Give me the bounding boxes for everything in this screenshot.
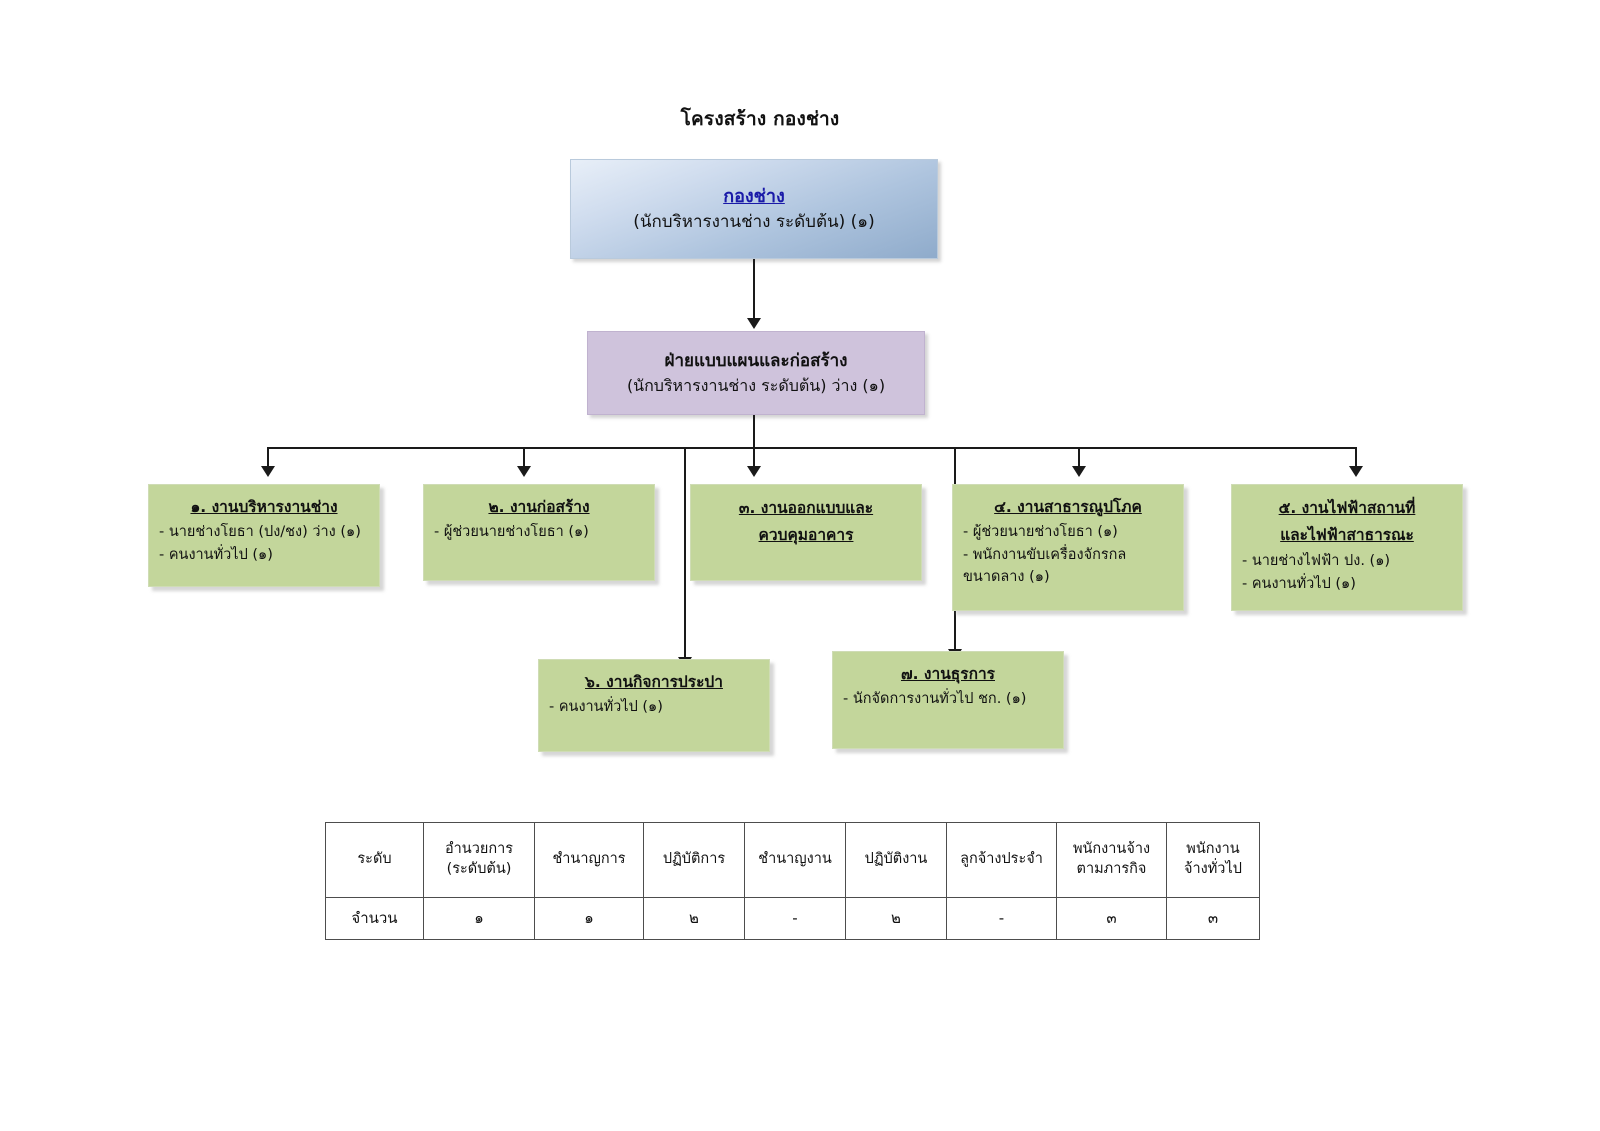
header-phanakngan-chang-phankit: พนักงานจ้าง ตามภารกิจ [1056, 822, 1167, 898]
unit-2-line-1: - ผู้ช่วยนายช่างโยธา (๑) [434, 524, 589, 541]
header-chamnankan: ชำนาญการ [534, 822, 644, 898]
unit-4-line-2: - พนักงานขับเครื่องจักรกล [963, 546, 1127, 563]
arrow-root-to-division [747, 318, 761, 329]
header-phankit-line-2: ตามภารกิจ [1076, 861, 1147, 877]
value-patibatngan: ๒ [845, 897, 947, 940]
node-unit-6: ๖. งานกิจการประปา - คนงานทั่วไป (๑) [538, 659, 770, 752]
arrow-unit-2 [517, 466, 531, 477]
header-amnuaykan-line-2: (ระดับต้น) [446, 861, 512, 877]
header-phanakngan-changthuapai: พนักงาน จ้างทั่วไป [1166, 822, 1260, 898]
unit-5-heading-line-2: และไฟฟ้าสาธารณะ [1280, 526, 1414, 545]
node-division-phaen-kosang: ฝ่ายแบบแผนและก่อสร้าง (นักบริหารงานช่าง … [587, 331, 925, 415]
unit-7-line-1: - นักจัดการงานทั่วไป ชก. (๑) [843, 691, 1027, 708]
value-amnuaykan: ๑ [423, 897, 535, 940]
unit-5-line-1: - นายช่างไฟฟ้า ปง. (๑) [1242, 553, 1391, 570]
unit-6-heading: ๖. งานกิจการประปา [585, 673, 723, 691]
connector-drop-unit-4 [1078, 447, 1080, 469]
header-lukchang-pracham: ลูกจ้างประจำ [946, 822, 1057, 898]
page-title: โครงสร้าง กองช่าง [680, 108, 840, 130]
connector-drop-unit-5 [1355, 447, 1357, 469]
summary-table: ระดับ อำนวยการ (ระดับต้น) ชำนาญการ ปฏิบั… [325, 822, 1260, 940]
unit-1-heading: ๑. งานบริหารงานช่าง [190, 498, 338, 516]
connector-drop-unit-6 [684, 447, 686, 660]
connector-division-stem [753, 415, 755, 449]
unit-4-line-1: - ผู้ช่วยนายช่างโยธา (๑) [963, 524, 1118, 541]
unit-5-heading-line-1: ๕. งานไฟฟ้าสถานที่ [1278, 499, 1416, 517]
unit-6-line-1: - คนงานทั่วไป (๑) [549, 699, 663, 716]
unit-1-line-2: - คนงานทั่วไป (๑) [159, 546, 273, 563]
unit-5-line-2: - คนงานทั่วไป (๑) [1242, 575, 1356, 592]
node-unit-1: ๑. งานบริหารงานช่าง - นายช่างโยธา (ปง/ชง… [148, 484, 380, 587]
header-amnuaykan-line-1: อำนวยการ [444, 841, 514, 858]
value-chamnanngan: - [744, 897, 846, 940]
connector-drop-unit-3 [753, 447, 755, 469]
header-thuapai-line-1: พนักงาน [1186, 841, 1240, 858]
header-phankit-line-1: พนักงานจ้าง [1072, 841, 1151, 858]
connector-drop-unit-1 [267, 447, 269, 469]
node-unit-4: ๔. งานสาธารณูปโภค - ผู้ช่วยนายช่างโยธา (… [952, 484, 1184, 611]
header-patibatngan: ปฏิบัติงาน [845, 822, 947, 898]
node-unit-5: ๕. งานไฟฟ้าสถานที่ และไฟฟ้าสาธารณะ - นาย… [1231, 484, 1463, 611]
value-chamnankan: ๑ [534, 897, 644, 940]
unit-4-heading: ๔. งานสาธารณูปโภค [994, 498, 1142, 516]
arrow-unit-1 [261, 466, 275, 477]
value-phanakngan-changthuapai: ๓ [1166, 897, 1260, 940]
node-unit-2: ๒. งานก่อสร้าง - ผู้ช่วยนายช่างโยธา (๑) [423, 484, 655, 581]
row-label-count: จำนวน [325, 897, 424, 940]
header-chamnanngan: ชำนาญงาน [744, 822, 846, 898]
node-unit-7: ๗. งานธุรการ - นักจัดการงานทั่วไป ชก. (๑… [832, 651, 1064, 749]
connector-root-to-division [753, 259, 755, 321]
root-title: กองช่าง [723, 185, 785, 207]
unit-7-heading: ๗. งานธุรการ [900, 665, 995, 683]
connector-drop-unit-2 [523, 447, 525, 469]
node-unit-3: ๓. งานออกแบบและ ควบคุมอาคาร [690, 484, 922, 581]
arrow-unit-3 [747, 466, 761, 477]
unit-3-heading-line-2: ควบคุมอาคาร [758, 526, 854, 545]
header-patibatkan: ปฏิบัติการ [643, 822, 745, 898]
arrow-unit-5 [1349, 466, 1363, 477]
root-detail: (นักบริหารงานช่าง ระดับต้น) (๑) [633, 211, 875, 232]
unit-2-heading: ๒. งานก่อสร้าง [488, 498, 590, 516]
header-amnuaykan: อำนวยการ (ระดับต้น) [423, 822, 535, 898]
unit-1-line-1: - นายช่างโยธา (ปง/ชง) ว่าง (๑) [159, 524, 361, 541]
table-value-row: จำนวน ๑ ๑ ๒ - ๒ - ๓ ๓ [325, 897, 1260, 940]
value-patibatkan: ๒ [643, 897, 745, 940]
arrow-unit-4 [1072, 466, 1086, 477]
value-lukchang-pracham: - [946, 897, 1057, 940]
header-thuapai-line-2: จ้างทั่วไป [1184, 861, 1242, 877]
header-level: ระดับ [325, 822, 424, 898]
division-detail: (นักบริหารงานช่าง ระดับต้น) ว่าง (๑) [626, 375, 886, 395]
unit-4-line-3: ขนาดลาง (๑) [963, 569, 1050, 586]
table-header-row: ระดับ อำนวยการ (ระดับต้น) ชำนาญการ ปฏิบั… [325, 822, 1260, 898]
division-title: ฝ่ายแบบแผนและก่อสร้าง [664, 351, 848, 372]
unit-3-heading-line-1: ๓. งานออกแบบและ [738, 499, 874, 517]
value-phanakngan-chang-phankit: ๓ [1056, 897, 1167, 940]
connector-bus [267, 447, 1357, 449]
node-root-kong-chang: กองช่าง (นักบริหารงานช่าง ระดับต้น) (๑) [570, 159, 938, 259]
